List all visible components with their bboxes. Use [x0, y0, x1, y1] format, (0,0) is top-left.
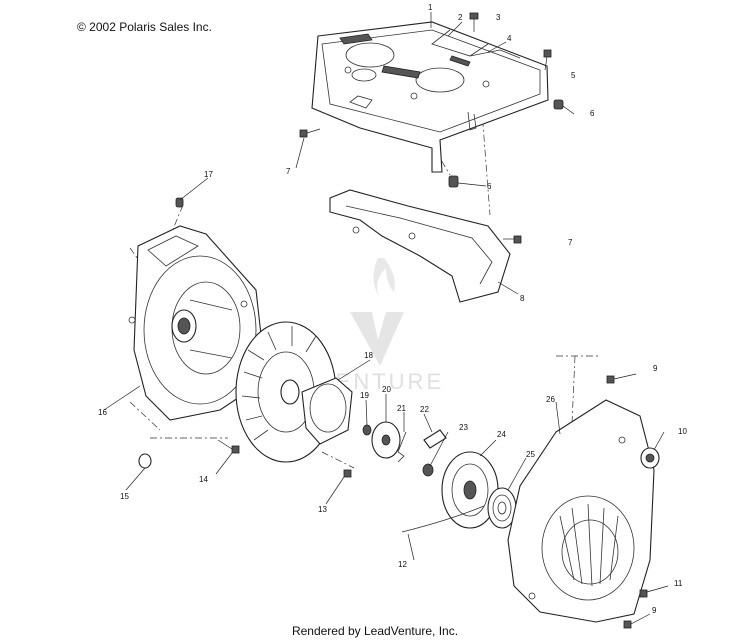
- bolt-11: [639, 585, 669, 598]
- screw-3: [469, 12, 479, 32]
- watermark: VENTURE: [318, 258, 441, 394]
- bolt-14: [217, 439, 240, 454]
- callout-2: 2: [458, 13, 463, 22]
- bolt-13: [343, 469, 352, 478]
- callout-labels: 1 2 3 4 5 6 6 7 7 8 9 9 10 11 12 13 14 1…: [98, 3, 687, 615]
- shroud-duct: [329, 189, 511, 303]
- dowel-pin-17: [175, 197, 184, 208]
- callout-9a: 9: [653, 364, 658, 373]
- footer-credit: Rendered by LeadVenture, Inc.: [291, 624, 459, 638]
- callout-26: 26: [546, 395, 555, 404]
- grommet-6b: [448, 175, 459, 188]
- callout-3: 3: [496, 13, 501, 22]
- callout-19: 19: [360, 391, 369, 400]
- callout-21: 21: [397, 404, 406, 413]
- callout-17: 17: [204, 170, 213, 179]
- starter-hub-18: [301, 377, 353, 445]
- callout-7b: 7: [568, 238, 573, 247]
- callout-13: 13: [318, 505, 327, 514]
- callout-18: 18: [364, 351, 373, 360]
- cover-strip-4: [469, 49, 521, 59]
- pulley-plate-20: [371, 421, 401, 459]
- plug-10: [640, 447, 660, 469]
- callout-4: 4: [507, 34, 512, 43]
- callout-16: 16: [98, 408, 107, 417]
- engine-cover: [311, 21, 549, 173]
- callout-25: 25: [526, 450, 535, 459]
- fan-housing: [128, 225, 263, 421]
- callout-8: 8: [520, 294, 525, 303]
- callout-23: 23: [459, 423, 468, 432]
- callout-12: 12: [398, 560, 407, 569]
- callout-5: 5: [571, 71, 576, 80]
- spring-21: [397, 431, 407, 463]
- bolt-9a: [606, 373, 637, 384]
- cover-seal-strip: [431, 29, 489, 57]
- screw-7b: [503, 235, 522, 244]
- callout-22: 22: [420, 405, 429, 414]
- callout-20: 20: [382, 385, 391, 394]
- callout-6a: 6: [590, 109, 595, 118]
- callout-24: 24: [497, 430, 506, 439]
- screw-5: [543, 49, 552, 71]
- callout-15: 15: [120, 492, 129, 501]
- callout-14: 14: [199, 475, 208, 484]
- spring-coil-23: [422, 463, 434, 477]
- bolt-9b: [623, 613, 651, 629]
- callout-1: 1: [428, 3, 433, 12]
- o-ring-15: [138, 453, 152, 469]
- callout-10: 10: [678, 427, 687, 436]
- callout-11: 11: [674, 579, 683, 588]
- washer-19: [362, 424, 372, 436]
- copyright-notice: © 2002 Polaris Sales Inc.: [77, 20, 212, 34]
- callout-7a: 7: [286, 167, 291, 176]
- callout-9b: 9: [652, 606, 657, 615]
- starter-rope-12: [401, 505, 485, 533]
- callout-6b: 6: [487, 182, 492, 191]
- recoil-housing-26: [507, 399, 655, 623]
- grommet-6a: [553, 99, 564, 110]
- pawl-22: [423, 429, 447, 449]
- callout-leaders: [103, 12, 665, 561]
- screw-7a: [299, 128, 321, 138]
